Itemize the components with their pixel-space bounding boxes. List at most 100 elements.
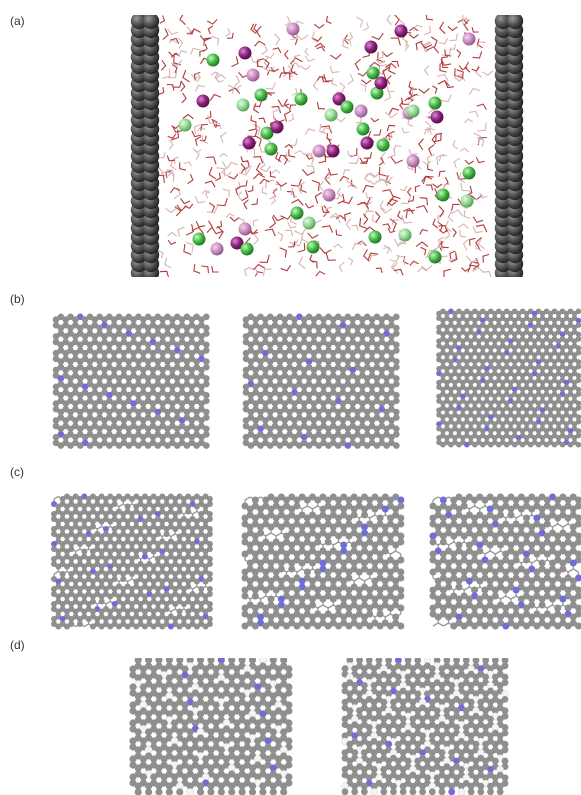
lattice-atom: [453, 740, 460, 748]
lattice-atom: [528, 541, 536, 549]
lattice-atom: [547, 421, 554, 427]
lattice-atom: [528, 613, 536, 621]
lattice-atom: [183, 431, 191, 438]
water-molecule: [314, 42, 326, 49]
lattice-atom: [164, 397, 171, 405]
water-molecule: [438, 241, 444, 251]
lattice-atom: [139, 338, 147, 346]
lattice-atom: [361, 583, 369, 591]
water-molecule: [361, 79, 372, 85]
lattice-atom: [189, 571, 196, 577]
lattice-atom: [81, 493, 88, 500]
lattice-atom: [371, 493, 379, 501]
lattice-atom: [202, 533, 209, 540]
lattice-atom: [366, 520, 374, 528]
lattice-atom: [453, 673, 460, 681]
lattice-atom: [91, 417, 99, 424]
lattice-atom: [207, 692, 215, 700]
lattice-atom: [386, 574, 394, 582]
water-molecules: [156, 15, 494, 277]
lattice-atom: [170, 701, 179, 709]
lattice-atom: [55, 538, 62, 545]
lattice-atom: [163, 526, 170, 532]
lattice-atom: [375, 757, 383, 765]
lattice-atom: [98, 493, 105, 500]
lattice-atom: [159, 583, 166, 590]
lattice-atom: [314, 496, 322, 504]
lattice-atom: [383, 380, 390, 388]
lattice-atom: [198, 561, 205, 567]
lattice-atom: [277, 505, 285, 513]
lattice-atom: [130, 405, 137, 413]
lattice-atom: [254, 689, 262, 697]
lattice-atom: [139, 316, 147, 323]
water-molecule: [321, 125, 333, 134]
lattice-atom: [380, 682, 388, 689]
water-molecule: [186, 26, 192, 36]
lattice-atom: [189, 576, 196, 582]
water-molecule: [423, 127, 436, 135]
lattice-atom: [293, 532, 301, 540]
lattice-atom: [515, 435, 522, 441]
lattice-atom: [251, 622, 259, 630]
lattice-atom: [176, 563, 183, 570]
lattice-atom: [120, 383, 128, 391]
lattice-atom: [164, 425, 171, 433]
lattice-atom: [180, 556, 187, 562]
lattice-atom: [198, 417, 205, 424]
lattice-atom: [551, 317, 558, 324]
lattice-atom: [155, 734, 163, 742]
lattice-atom: [72, 613, 79, 620]
lattice-atom: [51, 621, 57, 627]
lattice-atom: [165, 782, 173, 790]
lattice-atom: [267, 601, 275, 609]
lattice-atom: [243, 701, 251, 709]
ion-sphere: [302, 216, 316, 230]
lattice-atom: [128, 586, 135, 592]
lattice-atom: [191, 773, 199, 781]
lattice-atom: [252, 316, 259, 323]
lattice-atom: [471, 514, 479, 522]
lattice-atom: [388, 372, 395, 379]
lattice-atom: [164, 414, 171, 421]
water-molecule: [253, 100, 263, 108]
lattice-atom: [393, 397, 400, 405]
lattice-atom: [172, 586, 179, 592]
lattice-atom: [456, 317, 462, 324]
lattice-atom: [154, 330, 162, 337]
lattice-atom: [52, 400, 60, 407]
lattice-atom: [76, 606, 83, 612]
lattice-atom: [89, 553, 96, 560]
lattice-atom: [359, 333, 366, 340]
lattice-atom: [547, 393, 554, 400]
lattice-atom: [51, 546, 57, 552]
water-molecule: [208, 202, 216, 213]
lattice-atom: [72, 563, 79, 570]
lattice-atom: [150, 689, 158, 697]
water-molecule: [411, 86, 420, 97]
lattice-atom: [439, 604, 447, 612]
lattice-atom: [135, 380, 142, 388]
lattice-atom: [55, 623, 62, 630]
water-molecule: [401, 97, 409, 106]
lattice-atom: [98, 568, 105, 575]
lattice-atom: [139, 761, 147, 769]
lattice-atom: [111, 576, 118, 582]
lattice-atom: [324, 538, 332, 546]
lattice-atom: [76, 621, 83, 627]
lattice-atom: [228, 692, 236, 700]
lattice-atom: [149, 372, 157, 379]
lattice-atom: [72, 338, 79, 346]
lattice-atom: [169, 400, 176, 407]
lattice-atom: [203, 330, 210, 337]
lattice-atom: [277, 541, 285, 549]
lattice-atom: [150, 671, 158, 679]
lattice-atom: [373, 425, 381, 433]
lattice-atom: [238, 680, 246, 688]
water-molecule: [426, 153, 436, 166]
lattice-atom: [547, 379, 554, 386]
lattice-atom: [281, 417, 289, 424]
lattice-atom: [450, 550, 458, 558]
lattice-atom: [241, 586, 249, 594]
lattice-atom: [198, 338, 205, 346]
